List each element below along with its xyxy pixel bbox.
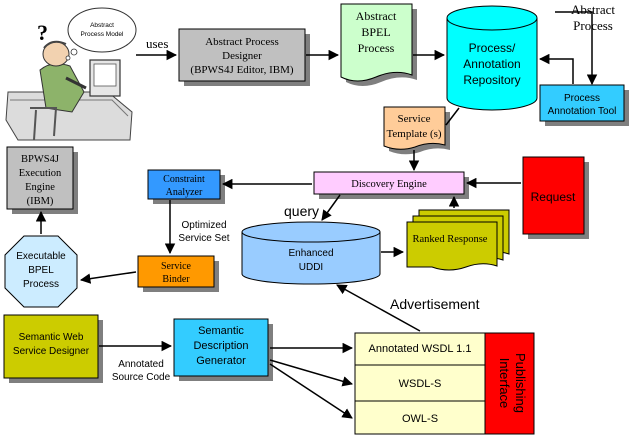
executable-line-2: BPEL (28, 265, 54, 276)
template-line-1: Service (398, 113, 431, 125)
constraint-line-2: Analyzer (166, 187, 203, 198)
question-mark-icon: ? (37, 20, 48, 45)
designer-line-3: (BPWS4J Editor, IBM) (190, 64, 293, 76)
engine-line-4: (IBM) (27, 196, 54, 207)
arrow-sdg-to-wsdl-s (269, 359, 354, 387)
publishing-interface-line-1: Publishing (513, 353, 528, 413)
publishing-row-2: WSDL-S (399, 378, 442, 390)
bpel-doc-line-2: BPEL (361, 25, 390, 39)
discovery-label: Discovery Engine (351, 179, 427, 190)
ranked-label: Ranked Response (413, 234, 488, 245)
engine-line-3: Engine (25, 182, 55, 193)
template-line-2: Template (s) (386, 128, 441, 140)
process-annotation-tool-box: Process Annotation Tool (539, 84, 629, 126)
arrow-binder-to-executable (79, 271, 137, 284)
tool-line-1: Process (564, 93, 600, 104)
service-binder-box: Service Binder (137, 255, 219, 292)
abstract-process-line-2: Process (573, 18, 613, 33)
query-label: query (284, 203, 319, 219)
sdg-line-3: Generator (196, 355, 246, 367)
repository-line-3: Repository (463, 73, 520, 87)
abstract-process-designer-box: Abstract Process Designer (BPWS4J Editor… (178, 28, 310, 86)
repository-line-1: Process/ (469, 41, 516, 55)
arrow-discovery-to-uddi (321, 194, 341, 221)
advertisement-label: Advertisement (390, 296, 480, 312)
discovery-engine-box: Discovery Engine (313, 171, 469, 199)
tool-line-2: Annotation Tool (548, 106, 617, 117)
service-template-document: Service Template (s) (383, 106, 450, 155)
executable-line-1: Executable (16, 251, 66, 262)
semantic-description-generator-box: Semantic Description Generator (173, 318, 273, 381)
constraint-analyzer-box: Constraint Analyzer (147, 169, 225, 204)
engine-line-1: BPWS4J (21, 154, 59, 165)
designer-line-1: Abstract Process (205, 36, 279, 48)
arrow-publishing-to-uddi (336, 284, 421, 332)
enhanced-uddi-database: Enhanced UDDI (241, 221, 381, 285)
binder-line-1: Service (161, 261, 192, 272)
sdg-line-1: Semantic (198, 325, 244, 337)
repository-line-2: Annotation (463, 57, 520, 71)
abstract-bpel-document: Abstract BPEL Process (340, 3, 417, 86)
abstract-process-line-1: Abstract (571, 2, 615, 17)
thought-line-2: Process Model (81, 31, 125, 38)
publishing-row-1: Annotated WSDL 1.1 (369, 343, 472, 355)
arrow-sdg-to-owl-s (269, 363, 353, 419)
request-label: Request (531, 190, 576, 204)
publishing-interface-table: Annotated WSDL 1.1 WSDL-S OWL-S Publishi… (354, 332, 535, 435)
sws-designer-line-2: Service Designer (13, 346, 90, 357)
uses-label: uses (146, 36, 168, 51)
arrow-tool-to-repository (538, 53, 574, 84)
sws-designer-line-1: Semantic Web (19, 332, 84, 343)
annotated-source-line-1: Annotated (118, 359, 164, 370)
uddi-line-2: UDDI (299, 262, 323, 273)
sdg-line-2: Description (193, 340, 248, 352)
executable-line-3: Process (23, 279, 59, 290)
uddi-line-1: Enhanced (288, 248, 333, 259)
semantic-web-service-designer-box: Semantic Web Service Designer (3, 314, 103, 383)
annotated-source-line-2: Source Code (112, 372, 171, 383)
executable-bpel-octagon: Executable BPEL Process (4, 235, 78, 308)
arrow-abstract-process-to-tool (555, 11, 598, 86)
thought-line-1: Abstract (90, 22, 114, 29)
process-annotation-repository: Process/ Annotation Repository (446, 5, 538, 111)
ranked-response-stack: Ranked Response (406, 209, 510, 271)
optimized-line-2: Service Set (178, 233, 229, 244)
bpel-doc-line-1: Abstract (356, 9, 397, 23)
developer-illustration: ? Abstract Process Model (5, 7, 137, 141)
optimized-line-1: Optimized (181, 220, 226, 231)
publishing-interface-line-2: Interface (497, 358, 512, 409)
execution-engine-box: BPWS4J Execution Engine (IBM) (6, 146, 78, 214)
engine-line-2: Execution (19, 168, 62, 179)
binder-line-2: Binder (162, 274, 190, 285)
request-box: Request (522, 156, 589, 239)
bpel-doc-line-3: Process (358, 41, 395, 55)
constraint-line-1: Constraint (163, 174, 205, 185)
publishing-row-3: OWL-S (402, 413, 438, 425)
designer-line-2: Designer (222, 50, 262, 62)
repository-to-template-line (445, 107, 460, 126)
connector-arrows (35, 11, 598, 419)
